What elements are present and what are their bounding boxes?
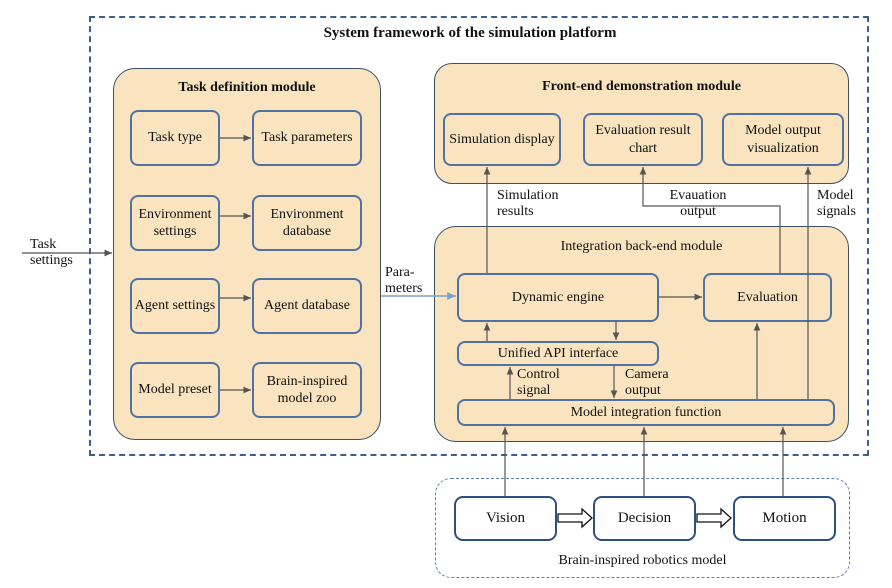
brain-inspired-model-zoo-box: Brain-inspired model zoo [252, 362, 362, 418]
evaluation-box: Evaluation [703, 273, 832, 322]
evaluation-output-label: Evauation output [669, 188, 727, 220]
simulation-results-label: Simulation results [497, 188, 559, 220]
system-framework-frame [89, 16, 869, 456]
agent-settings-box: Agent settings [130, 278, 220, 334]
evaluation-output-arrow [639, 167, 781, 273]
model-output-visualization-box: Model output visualization [722, 113, 844, 166]
evaluation-result-chart-box: Evaluation result chart [583, 113, 703, 166]
vision-to-decision-arrow [557, 507, 593, 529]
vision-box: Vision [454, 496, 557, 541]
unified-api-interface-box: Unified API interface [457, 341, 659, 366]
model-preset-box: Model preset [130, 362, 220, 418]
control-signal-label: Control signal [517, 367, 560, 399]
model-integration-function-box: Model integration function [457, 399, 835, 426]
environment-settings-box: Environment settings [130, 195, 220, 251]
decision-box: Decision [593, 496, 696, 541]
environment-database-box: Environment database [252, 195, 362, 251]
brain-model-title: Brain-inspired robotics model [558, 553, 727, 568]
decision-to-motion-arrow [696, 507, 732, 529]
task-settings-label: Task settings [30, 237, 73, 269]
motion-box: Motion [733, 496, 836, 541]
dynamic-engine-box: Dynamic engine [457, 273, 659, 322]
parameters-label: Para- meters [385, 265, 423, 297]
simulation-display-box: Simulation display [443, 113, 561, 166]
camera-output-label: Camera output [625, 367, 669, 399]
system-framework-title: System framework of the simulation platf… [323, 25, 617, 41]
task-parameters-box: Task parameters [252, 110, 362, 166]
task-type-box: Task type [130, 110, 220, 166]
back-end-module-title: Integration back-end module [560, 239, 723, 254]
brain-inspired-robotics-frame [435, 478, 850, 578]
front-end-module-title: Front-end demonstration module [542, 79, 741, 94]
model-signals-label: Model signals [817, 188, 856, 220]
task-module-title: Task definition module [178, 80, 316, 95]
agent-database-box: Agent database [252, 278, 362, 334]
